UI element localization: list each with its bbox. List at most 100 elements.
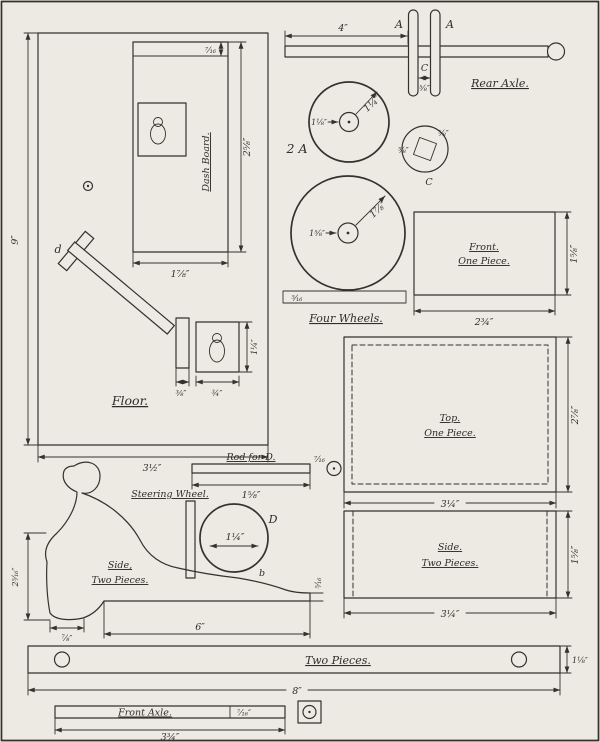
rod-drawing: Rod for D. ⁷⁄₁₆ 1⅝″ <box>191 452 342 501</box>
side-piece-label-1: Side. <box>438 542 462 553</box>
runner-label: Two Pieces. <box>305 654 371 667</box>
large-wheel-circle <box>290 175 406 291</box>
hanger-left-label: A <box>394 18 403 31</box>
axle-center-gap-dim: ⅝″ <box>419 84 430 93</box>
wheel-edge-strip <box>282 290 407 304</box>
floor-drawing: ⁷⁄₁₆ Dash Board. 2⅝″ 1⅞″ d 1¼″ <box>10 32 269 474</box>
rod-length-dim: 1⅝″ <box>242 490 261 501</box>
axle-block-outline <box>297 700 322 724</box>
large-wheel-radius-leader <box>355 195 386 226</box>
top-piece-width-dim: 3¼″ <box>441 499 460 510</box>
dim-ticks <box>49 618 85 633</box>
rod-end-dim: ⁷⁄₁₆ <box>314 455 326 464</box>
side-piece-drawing: Side. Two Pieces. 3¼″ 1⅝″ <box>343 510 581 620</box>
side-profile-b-label: b <box>259 568 265 579</box>
floor-height-dim-group: 9″ <box>10 32 39 446</box>
support-slot-oval <box>209 339 225 363</box>
floor-outline <box>37 32 269 446</box>
runner-length-dim: 8″ <box>292 686 302 697</box>
side-profile-strip-dim-group: ⁵⁄₁₆ <box>309 577 324 602</box>
axle-block-center <box>308 710 311 714</box>
support-width-dim: ¾″ <box>212 389 223 398</box>
dim-ticks <box>132 251 229 268</box>
front-axle-label: Front Axle. <box>117 708 172 719</box>
rear-axle-label: Rear Axle. <box>470 77 529 90</box>
side-profile-outline <box>45 461 311 621</box>
large-wheel-hub <box>337 222 359 244</box>
axle-hanger-right <box>429 9 441 97</box>
support-strip-dim-group: ⅜″ <box>175 367 190 398</box>
side-piece-outline <box>343 510 557 599</box>
side-profile-drawing: Side, Two Pieces. b 2⁵⁄₁₆″ ⅞″ 6″ ⁵⁄₁₆ <box>11 461 324 643</box>
dash-strip-dim: ⁷⁄₁₆ <box>205 46 217 55</box>
dim-ticks <box>23 32 39 446</box>
hub-cap-dim-a: ⅝″ <box>438 129 449 138</box>
top-piece-label-1: Top. <box>440 413 460 424</box>
crank-plate-outline <box>137 102 187 157</box>
small-wheel-radius-leader <box>355 91 378 115</box>
top-piece-height-dim-group: 2⅞″ <box>555 336 581 493</box>
top-piece-inner-dashed <box>351 344 549 485</box>
side-profile-label-2: Two Pieces. <box>92 575 149 586</box>
dash-board-label: Dash Board. <box>201 132 212 192</box>
rod-washer-center <box>332 467 336 470</box>
dim-ticks <box>103 600 311 639</box>
front-piece-label-2: One Piece. <box>458 256 510 267</box>
large-wheel-center <box>346 231 350 235</box>
brace-diagonal-bar <box>66 241 176 335</box>
small-wheel-hub <box>338 111 360 133</box>
crank-hole-circle <box>153 117 163 127</box>
runner-height-dim-group: 1⅛″ <box>559 645 588 674</box>
rod-length-dim-group: 1⅝″ <box>191 472 311 501</box>
top-piece-outline <box>343 336 557 493</box>
side-profile-height-dim-group: 2⁵⁄₁₆″ <box>11 532 51 621</box>
hanger-right-label: A <box>445 18 454 31</box>
side-piece-label-2: Two Pieces. <box>422 558 479 569</box>
rod-washer-circle <box>326 460 342 477</box>
front-piece-outline <box>413 211 556 296</box>
wheel-thickness-dim: ⁵⁄₁₆ <box>292 294 304 303</box>
dash-board-height-dim-group: 2⅝″ <box>227 41 253 253</box>
side-profile-length-dim: 6″ <box>195 622 205 633</box>
side-profile-foot-dim-group: ⅞″ <box>49 618 85 643</box>
side-profile-height-dim: 2⁵⁄₁₆″ <box>11 567 20 587</box>
rear-axle-length-dim-group: 4″ <box>284 23 409 47</box>
small-wheel-circle <box>308 81 390 163</box>
rear-axle-ball-end <box>546 42 566 61</box>
large-wheel-hub-dim: 1⅝″ <box>309 229 325 238</box>
small-wheel-hub-dim: 1⅛″ <box>311 118 327 127</box>
runner-drawing: Two Pieces. 8″ 1⅛″ <box>27 645 588 697</box>
support-hole-circle <box>212 333 222 343</box>
top-piece-width-dim-group: 3¼″ <box>343 491 557 510</box>
steering-wheel-d-label: D <box>268 513 278 526</box>
small-wheel-center <box>347 120 351 124</box>
support-strip-dim: ⅜″ <box>176 389 187 398</box>
rod-label: Rod for D. <box>225 452 275 463</box>
side-piece-width-dim-group: 3¼″ <box>343 597 557 620</box>
axle-hanger-left <box>407 9 419 97</box>
support-width-dim-group: ¾″ <box>195 375 240 398</box>
front-piece-width-dim-group: 2¾″ <box>413 294 556 328</box>
floor-width-dim: 3½″ <box>143 463 162 474</box>
rear-axle-drawing: 4″ A A C ⅝″ Rear Axle. <box>284 9 566 97</box>
axle-center-gap-dim-group: ⅝″ <box>418 75 431 93</box>
front-piece-height-dim-group: 1⅝″ <box>554 211 580 296</box>
dash-board-outline <box>132 41 229 253</box>
floor-height-dim: 9″ <box>10 235 21 245</box>
front-piece-width-dim: 2¾″ <box>474 317 494 328</box>
dash-board-height-dim: 2⅝″ <box>242 137 253 157</box>
runner-length-dim-group: 8″ <box>27 672 561 697</box>
rod-bar <box>191 463 311 474</box>
side-profile-length-dim-group: 6″ <box>103 600 311 639</box>
front-axle-length-dim: 3¾″ <box>161 732 180 742</box>
front-piece-height-dim: 1⅝″ <box>569 244 580 263</box>
support-block-outline <box>195 321 240 373</box>
steering-wheel-drawing: Steering Wheel. 1¼″ D <box>131 489 278 579</box>
crank-slot-oval <box>150 123 166 145</box>
support-height-dim: 1¼″ <box>250 339 259 355</box>
steering-wheel-circle <box>199 503 269 573</box>
support-height-dim-group: 1¼″ <box>238 321 259 373</box>
steering-wheel-label: Steering Wheel. <box>131 489 209 500</box>
